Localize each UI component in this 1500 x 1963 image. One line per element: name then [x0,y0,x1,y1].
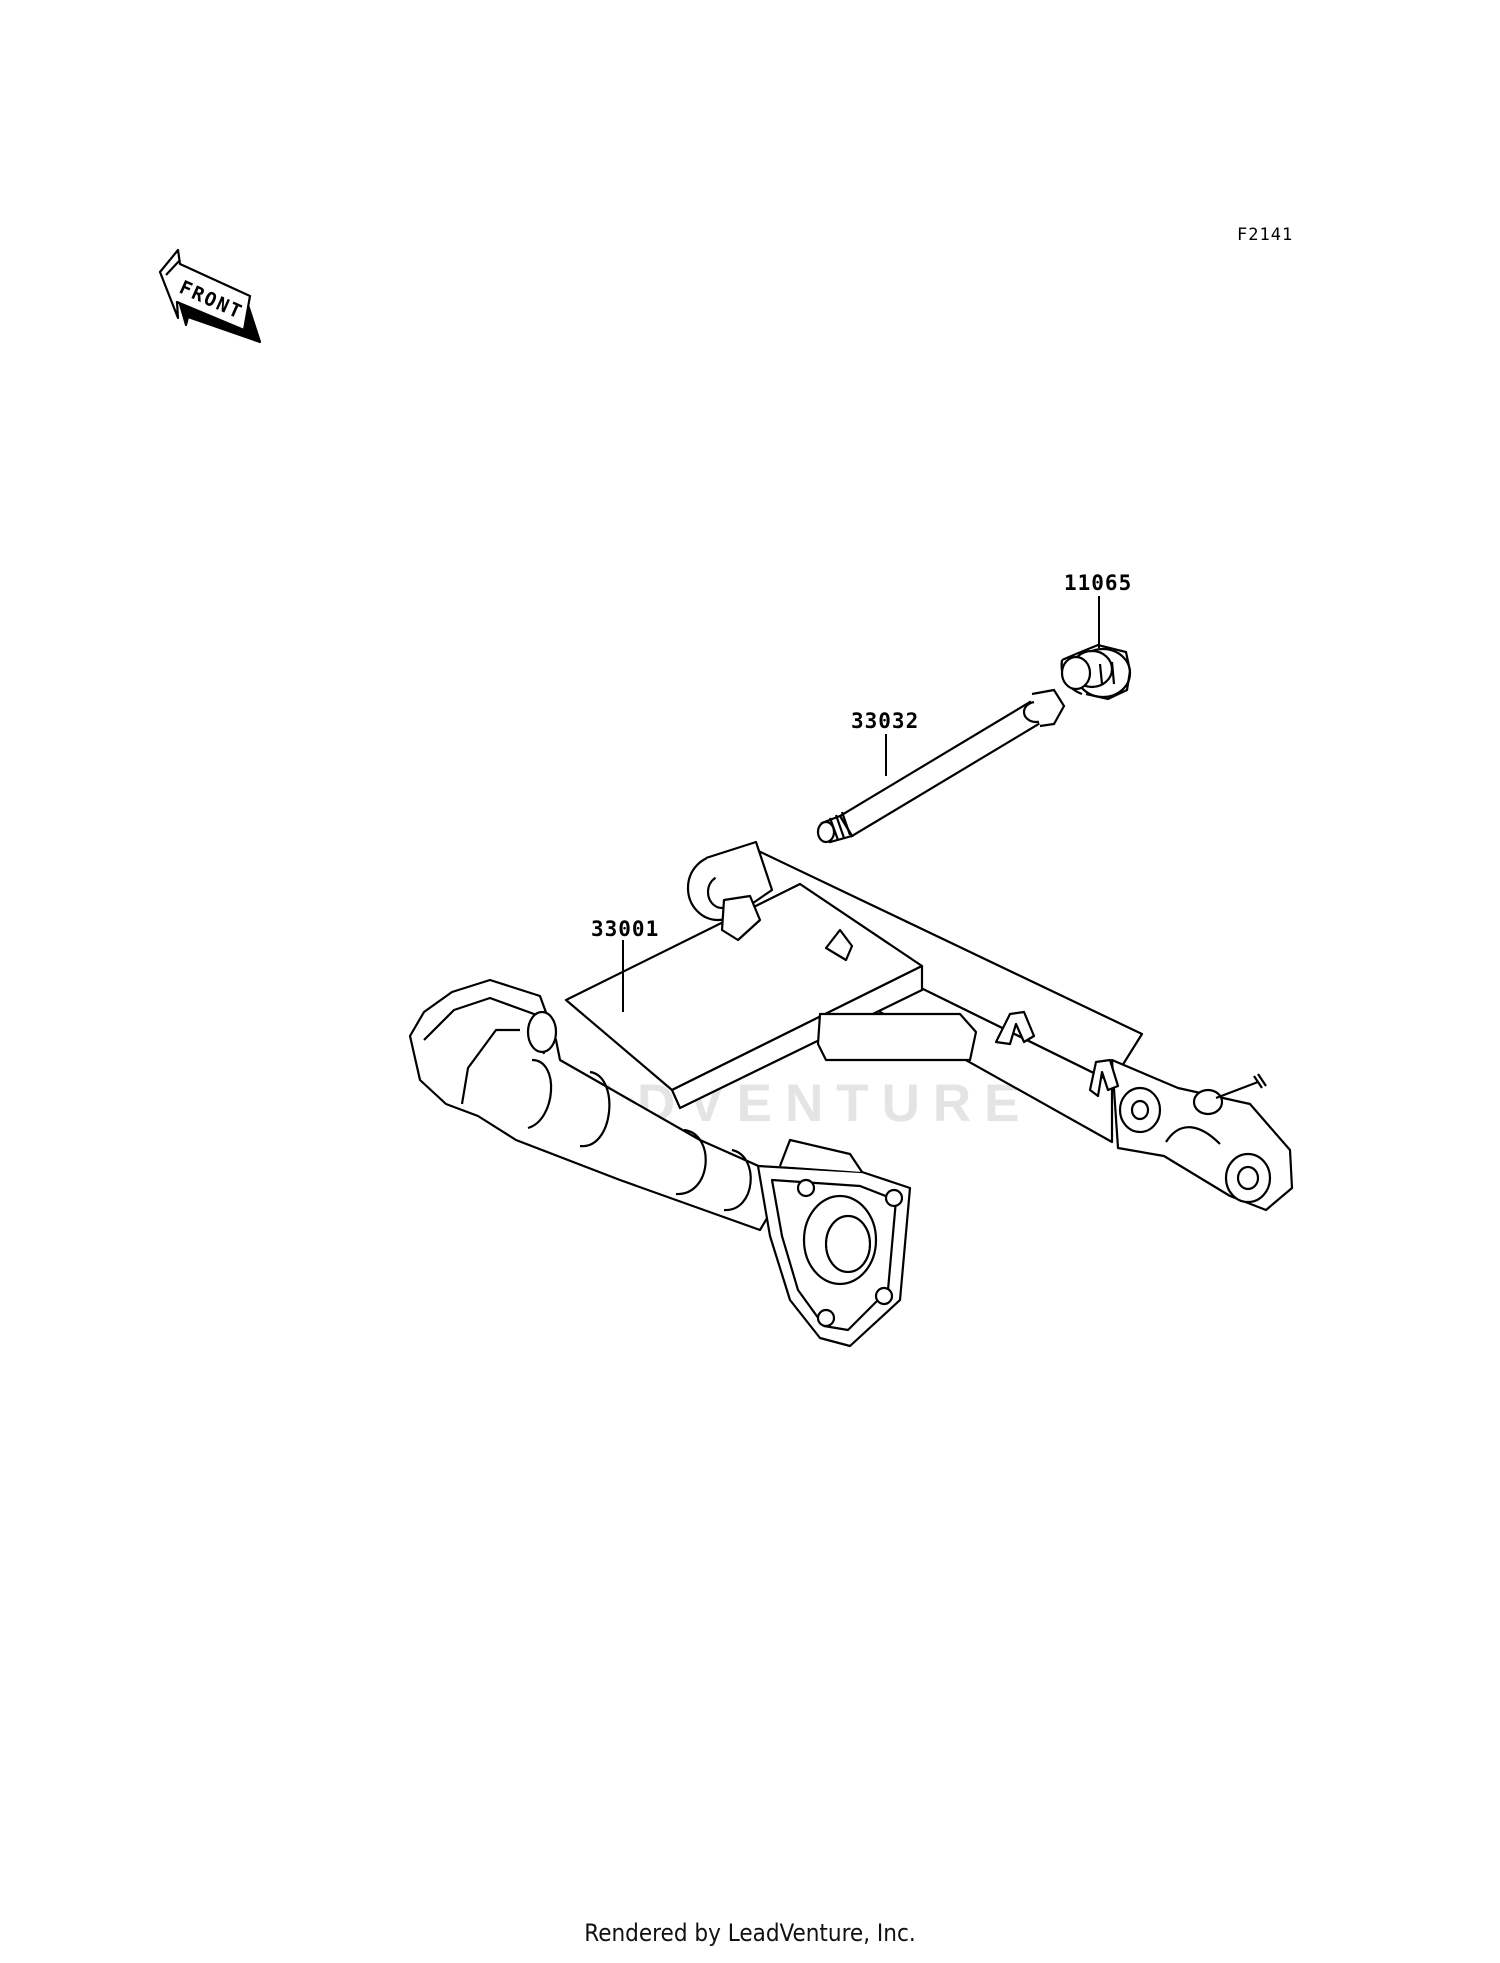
diagram-code: F2141 [1237,225,1294,245]
leader-lines [622,596,1100,1012]
bushing-11065-drawing [1060,643,1132,701]
part-label-swing-arm[interactable]: 33001 [591,917,660,941]
part-label-pivot-shaft[interactable]: 33032 [851,709,920,733]
swing-arm-33001-drawing [408,840,1294,1348]
front-arrow-icon: FRONT [158,248,262,344]
part-label-bushing[interactable]: 11065 [1064,571,1133,595]
footer-credit: Rendered by LeadVenture, Inc. [584,1919,916,1947]
pivot-shaft-33032-drawing [816,688,1066,844]
